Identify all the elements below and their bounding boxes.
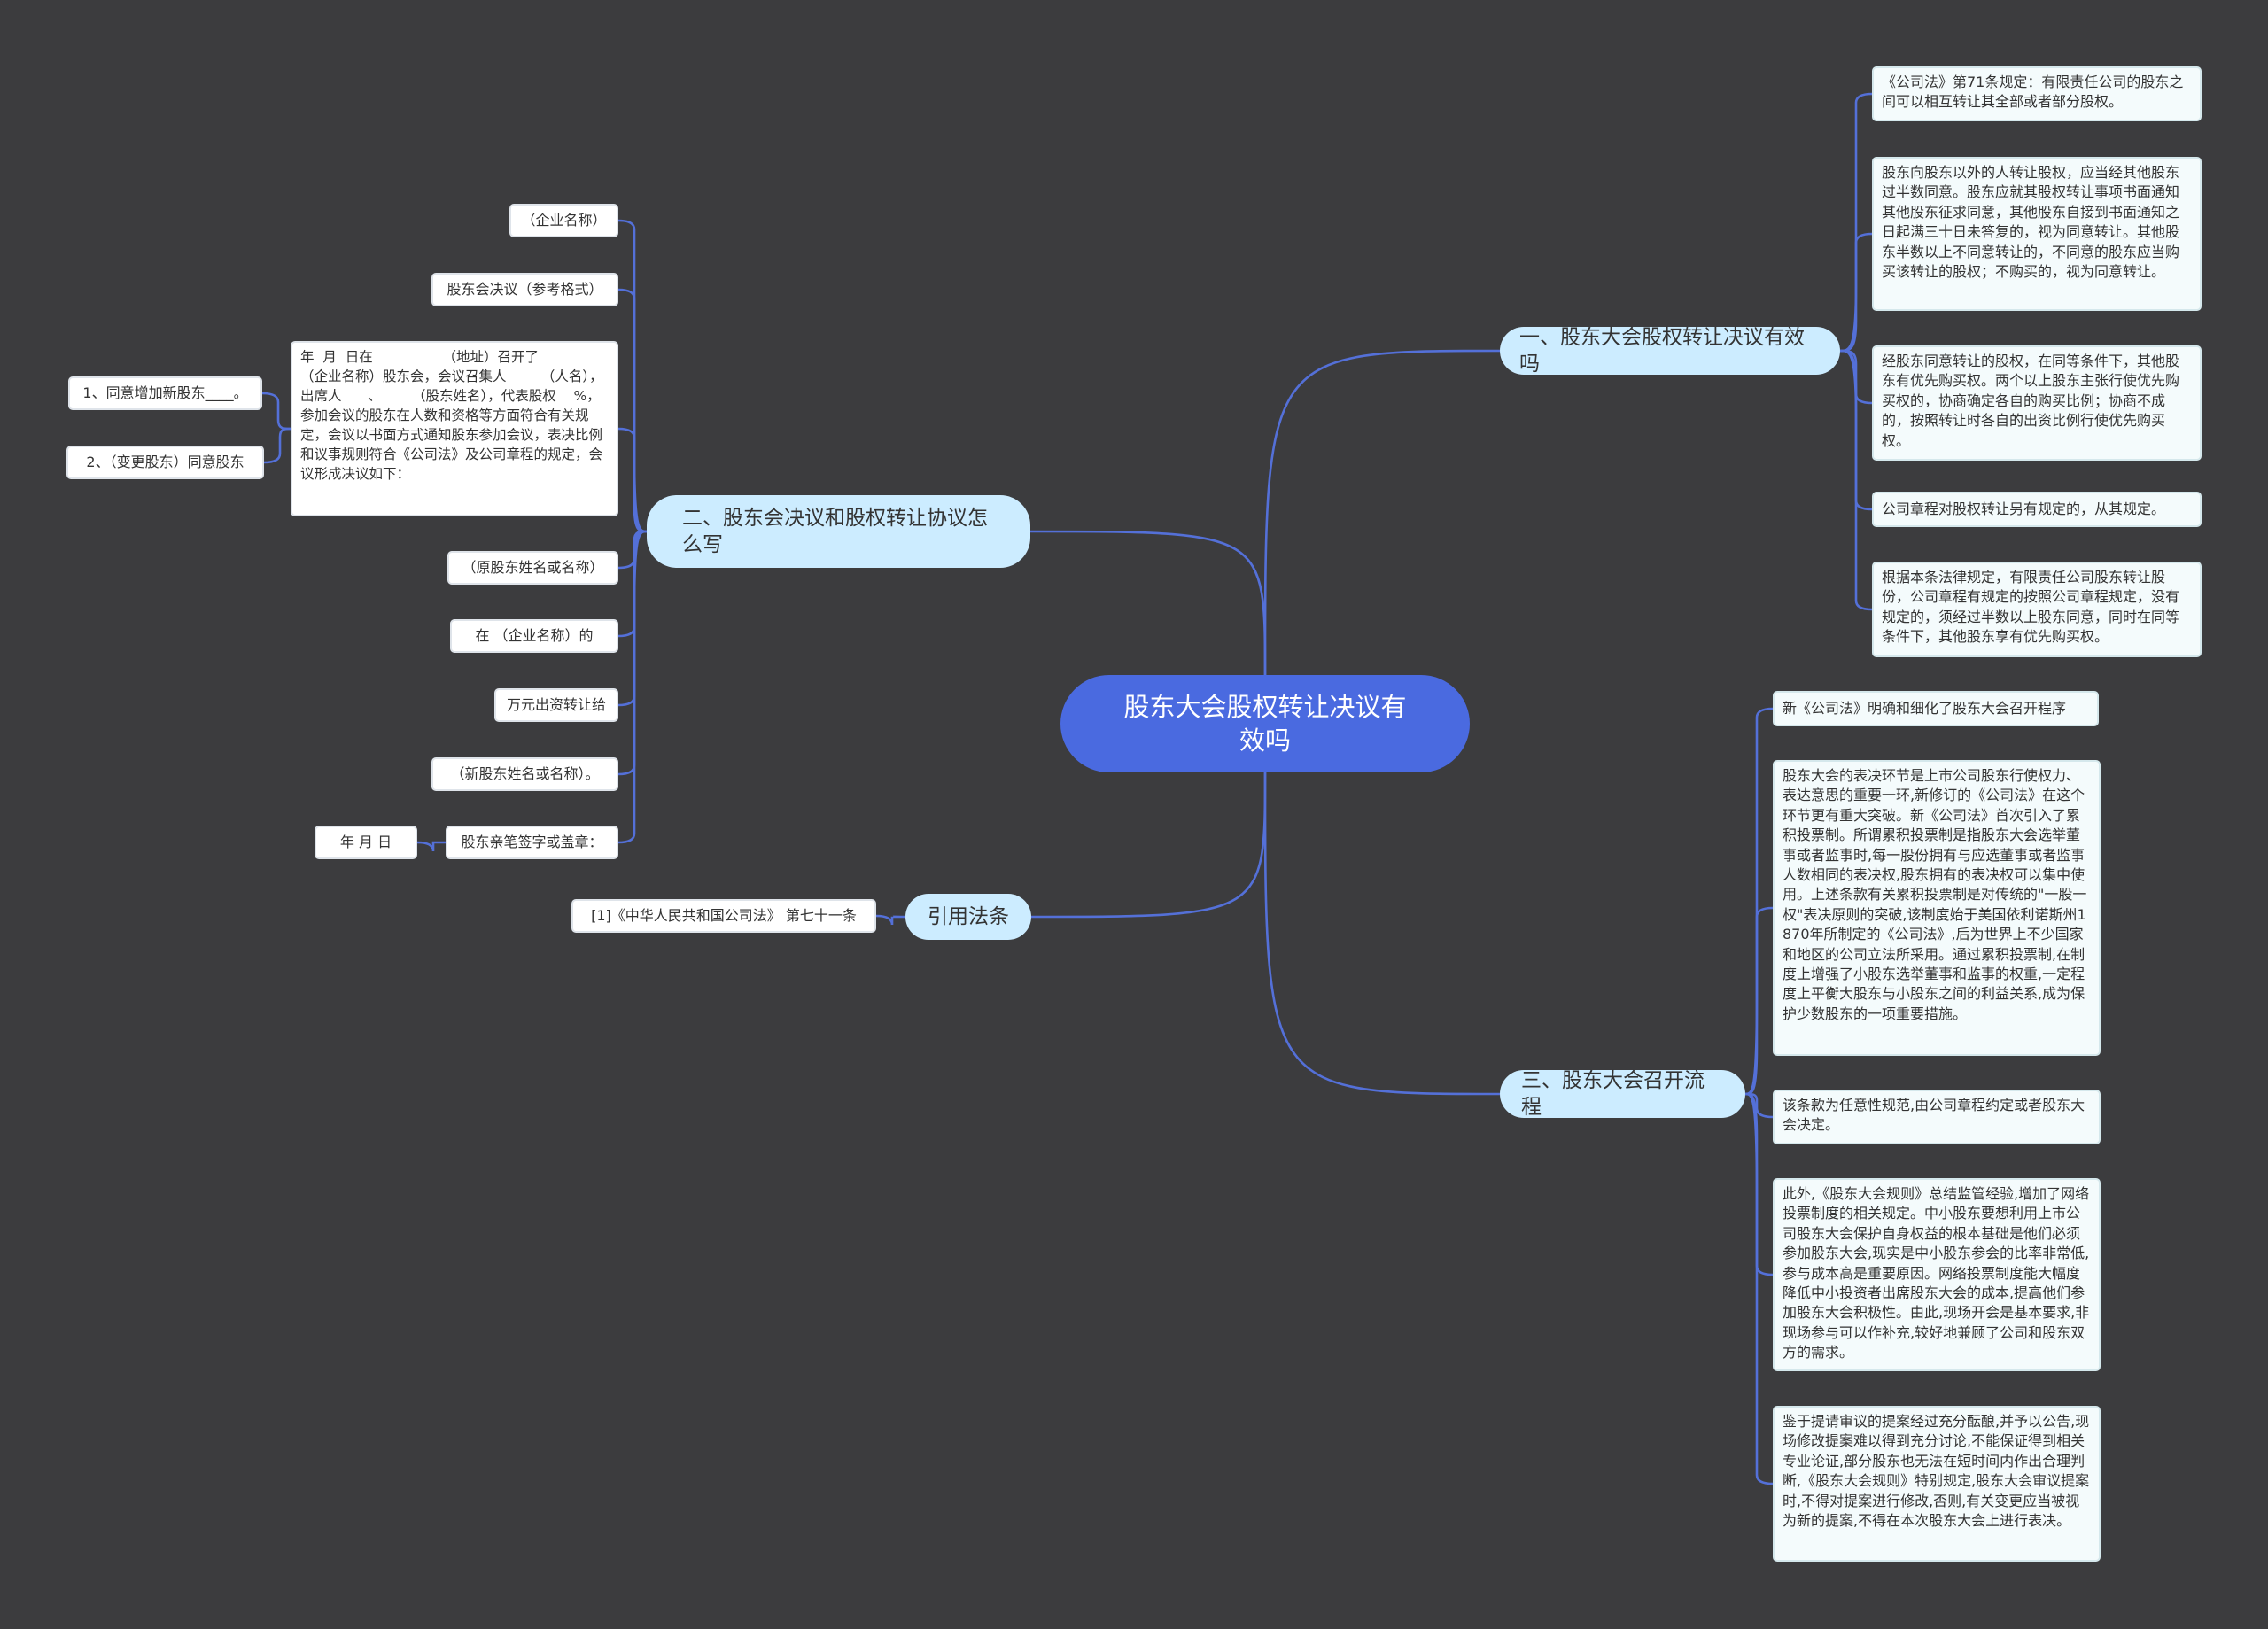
branch-meeting-procedure[interactable]: 三、股东大会召开流程 [1500,1069,1745,1119]
leaf-capital-transfer[interactable]: 万元出资转让给 [494,688,618,722]
root-topic[interactable]: 股东大会股权转让决议有效吗 [1060,675,1470,772]
link-b1-1 [1839,232,1873,353]
leaf-company-law-article71[interactable]: [1]《中华人民共和国公司法》 第七十一条 [571,899,876,933]
branch-resolution-and-agreement[interactable]: 二、股东会决议和股权转让协议怎么写 [647,495,1030,568]
link-root-b4 [1263,772,1501,1096]
link-b4-3 [1744,1092,1774,1276]
link-b2sub-1 [263,427,291,464]
leaf-original-shareholder[interactable]: （原股东姓名或名称） [447,551,618,585]
leaf-transfer-to-outsiders[interactable]: 股东向股东以外的人转让股权，应当经其他股东过半数同意。股东应就其股权转让事项书面… [1872,157,2202,311]
link-b4-4 [1744,1092,1774,1485]
link-b2-4 [617,530,648,638]
link-b1-4 [1839,349,1873,611]
leaf-change-shareholder[interactable]: 2、（变更股东）同意股东 [66,446,264,479]
branch-cited-law[interactable]: 引用法条 [905,894,1031,940]
link-b3-0 [875,914,906,926]
leaf-resolution-format[interactable]: 股东会决议（参考格式） [431,273,618,306]
link-b4-1 [1744,906,1774,1096]
link-b2date-0 [416,841,447,852]
link-root-b3 [1030,772,1267,919]
leaf-article71-shareholders[interactable]: 《公司法》第71条规定：有限责任公司的股东之间可以相互转让其全部或者部分股权。 [1872,66,2202,121]
link-b2-5 [617,530,648,707]
leaf-preemptive-right[interactable]: 经股东同意转让的股权，在同等条件下，其他股东有优先购买权。两个以上股东主张行使优… [1872,345,2202,461]
leaf-legal-interpretation[interactable]: 根据本条法律规定，有限责任公司股东转让股份，公司章程有规定的按照公司章程规定，没… [1872,562,2202,657]
link-root-b1 [1263,349,1501,676]
link-b2-1 [617,288,648,533]
leaf-cumulative-voting[interactable]: 股东大会的表决环节是上市公司股东行使权力、表达意思的重要一环,新修订的《公司法》… [1773,760,2101,1056]
leaf-proposal-amendment[interactable]: 鉴于提请审议的提案经过充分酝酿,并予以公告,现场修改提案难以得到充分讨论,不能保… [1773,1406,2101,1562]
leaf-meeting-record[interactable]: 年 月 日在 （地址）召开了 （企业名称）股东会，会议召集人 （人名），出席人 … [291,341,618,516]
leaf-in-company[interactable]: 在 （企业名称）的 [450,619,618,653]
link-b4-0 [1744,707,1774,1096]
branch-equity-transfer-validity[interactable]: 一、股东大会股权转让决议有效吗 [1500,326,1840,376]
leaf-new-procedure[interactable]: 新《公司法》明确和细化了股东大会召开程序 [1773,691,2099,726]
link-b2-0 [617,219,648,533]
leaf-optional-rule[interactable]: 该条款为任意性规范,由公司章程约定或者股东大会决定。 [1773,1090,2101,1144]
leaf-date[interactable]: 年 月 日 [315,826,417,859]
link-root-b2 [1029,530,1267,676]
link-b2-2 [617,427,648,533]
leaf-signature[interactable]: 股东亲笔签字或盖章： [446,826,618,859]
link-b2-3 [617,530,648,570]
leaf-articles-override[interactable]: 公司章程对股权转让另有规定的，从其规定。 [1872,492,2202,527]
link-b4-2 [1744,1092,1774,1119]
link-b2-7 [617,530,648,844]
leaf-company-name[interactable]: （企业名称） [509,204,618,237]
leaf-new-shareholder[interactable]: （新股东姓名或名称）。 [431,757,618,791]
leaf-agree-new-shareholder[interactable]: 1、同意增加新股东____。 [68,376,262,410]
leaf-online-voting[interactable]: 此外,《股东大会规则》总结监管经验,增加了网络投票制度的相关规定。中小股东要想利… [1773,1178,2101,1371]
link-b2sub-0 [261,392,291,431]
